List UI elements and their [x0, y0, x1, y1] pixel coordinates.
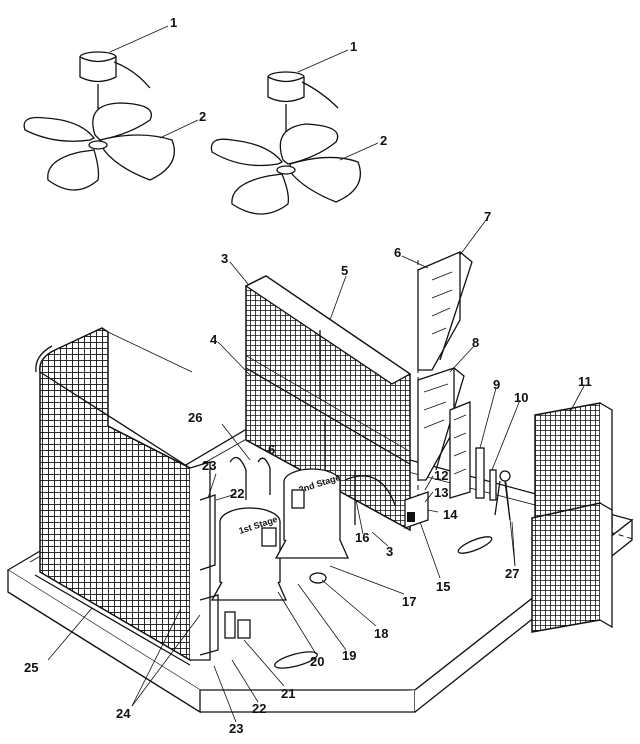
fan-blade-right: [210, 123, 362, 215]
callout-21: 21: [281, 686, 295, 701]
compressor-second-stage: 2nd Stage: [274, 468, 350, 559]
callout-17: 17: [402, 594, 416, 609]
control-bracket: [449, 401, 497, 501]
callout-24: 24: [116, 706, 131, 721]
callout-11: 11: [578, 374, 592, 389]
callout-8: 8: [472, 335, 479, 350]
callout-20: 20: [310, 654, 324, 669]
condenser-coil: [34, 327, 211, 666]
callout-23a: 23: [202, 458, 216, 473]
callout-14: 14: [443, 507, 458, 522]
callout-6b: 6: [268, 442, 275, 457]
callout-3b: 3: [386, 544, 393, 559]
callout-1a: 1: [170, 15, 177, 30]
fan-motor-left: [79, 51, 151, 115]
filter-lower: [531, 502, 613, 633]
callout-10: 10: [514, 390, 528, 405]
callout-19: 19: [342, 648, 356, 663]
contactor-box: [404, 491, 429, 529]
callout-22b: 22: [252, 701, 266, 716]
callout-5: 5: [341, 263, 348, 278]
fan-motor-right: [267, 71, 339, 135]
callout-4: 4: [210, 332, 218, 347]
fan-blade-left: [23, 102, 176, 191]
callout-16: 16: [355, 530, 369, 545]
callout-15: 15: [436, 579, 450, 594]
filter-upper: [534, 402, 613, 533]
callout-26: 26: [188, 410, 202, 425]
callout-1b: 1: [350, 39, 357, 54]
refrigerant-tubing: [199, 456, 396, 656]
callout-labels: 1 1 2 2 3 3 4 5 6 6 7 8 9 10 11 12 13 14…: [24, 15, 592, 736]
callout-6a: 6: [394, 245, 401, 260]
callout-22a: 22: [230, 486, 244, 501]
callout-18: 18: [374, 626, 388, 641]
callout-27: 27: [505, 566, 519, 581]
callout-13: 13: [434, 485, 448, 500]
compressor-first-stage: 1st Stage: [210, 507, 288, 601]
callout-3a: 3: [221, 251, 228, 266]
callout-7: 7: [484, 209, 491, 224]
callout-2a: 2: [199, 109, 206, 124]
callout-23b: 23: [229, 721, 243, 736]
partition-panels: [417, 251, 473, 500]
callout-9: 9: [493, 377, 500, 392]
leader-lines: [47, 25, 585, 723]
callout-2b: 2: [380, 133, 387, 148]
callout-25: 25: [24, 660, 38, 675]
callout-12: 12: [434, 468, 448, 483]
